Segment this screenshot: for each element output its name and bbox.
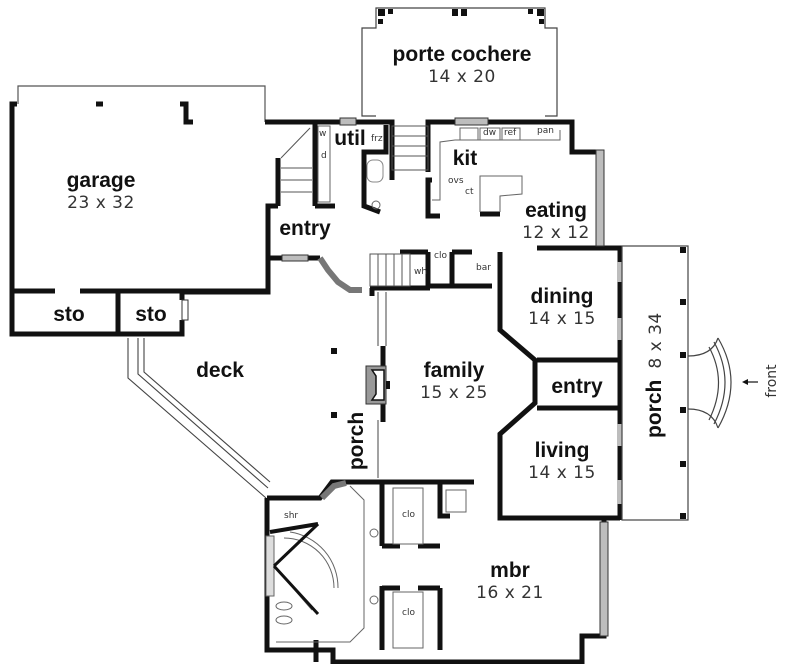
room-dimensions: 16 x 21 — [476, 583, 544, 603]
fixture-label-ovs: ovs — [448, 176, 464, 186]
fixture-label-dw: dw — [483, 128, 497, 138]
room-name: dining — [530, 285, 594, 308]
deck-rail — [127, 338, 271, 499]
stairs — [280, 125, 429, 287]
eating-window — [595, 149, 605, 247]
fixture-label-clo-mbr-1: clo — [402, 510, 415, 520]
room-label-front-porch: porch 8 x 34 — [643, 312, 666, 438]
front-annotation: front — [764, 364, 780, 398]
front-porch-outline — [621, 245, 689, 521]
fixture-label-wh: wh — [414, 267, 428, 277]
room-label-garage: garage 23 x 32 — [46, 170, 156, 212]
fireplace — [365, 365, 390, 405]
room-name: porte cochere — [392, 43, 532, 66]
walls — [9, 101, 623, 664]
porte-cochere-columns — [378, 9, 544, 24]
room-name: porch — [643, 379, 666, 438]
room-name: living — [534, 439, 590, 462]
room-label-family: family 15 x 25 — [412, 360, 496, 402]
room-label-deck: deck — [196, 359, 244, 382]
room-label-entry-front: entry — [551, 375, 603, 398]
room-dimensions: 14 x 15 — [528, 463, 596, 483]
room-label-sto-2: sto — [135, 303, 167, 326]
mbr-window — [599, 521, 609, 637]
master-bath — [265, 485, 467, 649]
fixture-label-pan: pan — [537, 126, 554, 136]
room-label-sto-1: sto — [53, 303, 85, 326]
fixture-label-d: d — [321, 151, 327, 161]
fixture-label-ref: ref — [504, 128, 517, 138]
room-dimensions: 12 x 12 — [522, 223, 590, 243]
room-label-mbr: mbr 16 x 21 — [470, 560, 550, 602]
room-label-util: util — [334, 127, 366, 150]
fixture-label-ct: ct — [465, 187, 474, 197]
room-name: eating — [525, 199, 587, 222]
room-dimensions: 14 x 15 — [528, 309, 596, 329]
fixture-label-w: w — [319, 129, 327, 139]
room-label-entry-side: entry — [279, 217, 331, 240]
room-label-porte-cochere: porte cochere 14 x 20 — [372, 44, 552, 86]
fixture-label-clo-hall: clo — [434, 251, 447, 261]
room-name: mbr — [490, 559, 530, 582]
room-label-side-porch: porch — [345, 411, 368, 471]
fixture-label-frz: frz — [371, 134, 383, 144]
room-dimensions: 15 x 25 — [420, 383, 488, 403]
room-label-living: living 14 x 15 — [522, 440, 602, 482]
room-label-dining: dining 14 x 15 — [522, 286, 602, 328]
front-steps — [687, 337, 732, 429]
room-label-kit: kit — [452, 147, 478, 170]
room-dimensions: 23 x 32 — [67, 193, 135, 213]
kitchen-counters — [432, 127, 561, 212]
fixture-label-shr: shr — [284, 511, 299, 521]
room-name: garage — [66, 169, 136, 192]
garage-roof-line — [17, 85, 266, 122]
room-dimensions: 14 x 20 — [428, 67, 496, 87]
room-dimensions: 8 x 34 — [646, 312, 666, 369]
room-label-eating: eating 12 x 12 — [516, 200, 596, 242]
fixture-label-clo-mbr-2: clo — [402, 608, 415, 618]
porte-cochere-outline — [361, 7, 558, 117]
room-name: family — [423, 359, 485, 382]
fixture-label-bar: bar — [476, 263, 491, 273]
